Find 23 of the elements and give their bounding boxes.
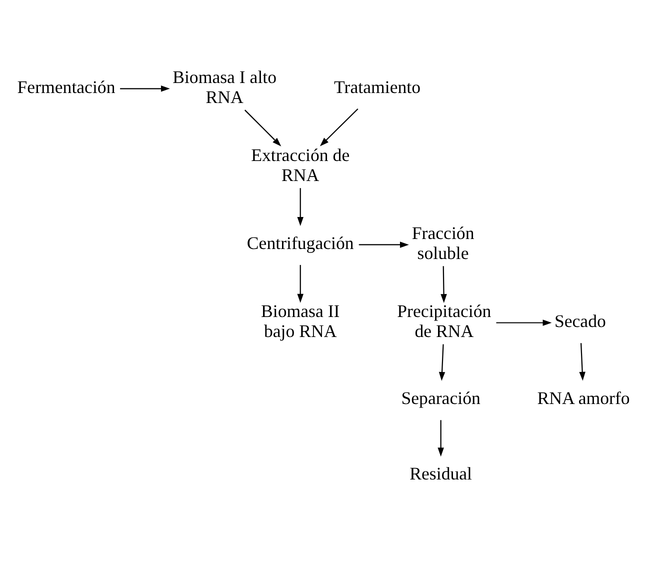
arrow xyxy=(297,188,304,226)
arrow xyxy=(438,344,446,380)
arrow xyxy=(358,241,409,248)
node-text: Precipitación de RNA xyxy=(397,300,492,341)
arrow xyxy=(496,319,552,326)
arrow xyxy=(579,342,586,380)
node-text: Residual xyxy=(410,463,472,484)
arrow xyxy=(438,420,444,456)
arrow xyxy=(320,108,358,146)
node-text: Biomasa I alto RNA xyxy=(172,66,277,106)
node-text: Fermentación xyxy=(17,76,116,96)
node-text: Extracción de RNA xyxy=(251,144,350,184)
node-text: Biomasa II bajo RNA xyxy=(261,300,340,341)
arrow xyxy=(440,266,447,302)
node-text: Centrifugación xyxy=(246,232,354,252)
node-text: Separación xyxy=(401,387,480,408)
arrow xyxy=(244,109,282,146)
node-text: Fracción soluble xyxy=(412,222,474,262)
node-text: Tratamiento xyxy=(334,76,421,96)
arrow xyxy=(297,264,304,302)
node-text: RNA amorfo xyxy=(537,387,630,408)
node-text: Secado xyxy=(554,310,606,330)
arrow xyxy=(120,85,170,92)
